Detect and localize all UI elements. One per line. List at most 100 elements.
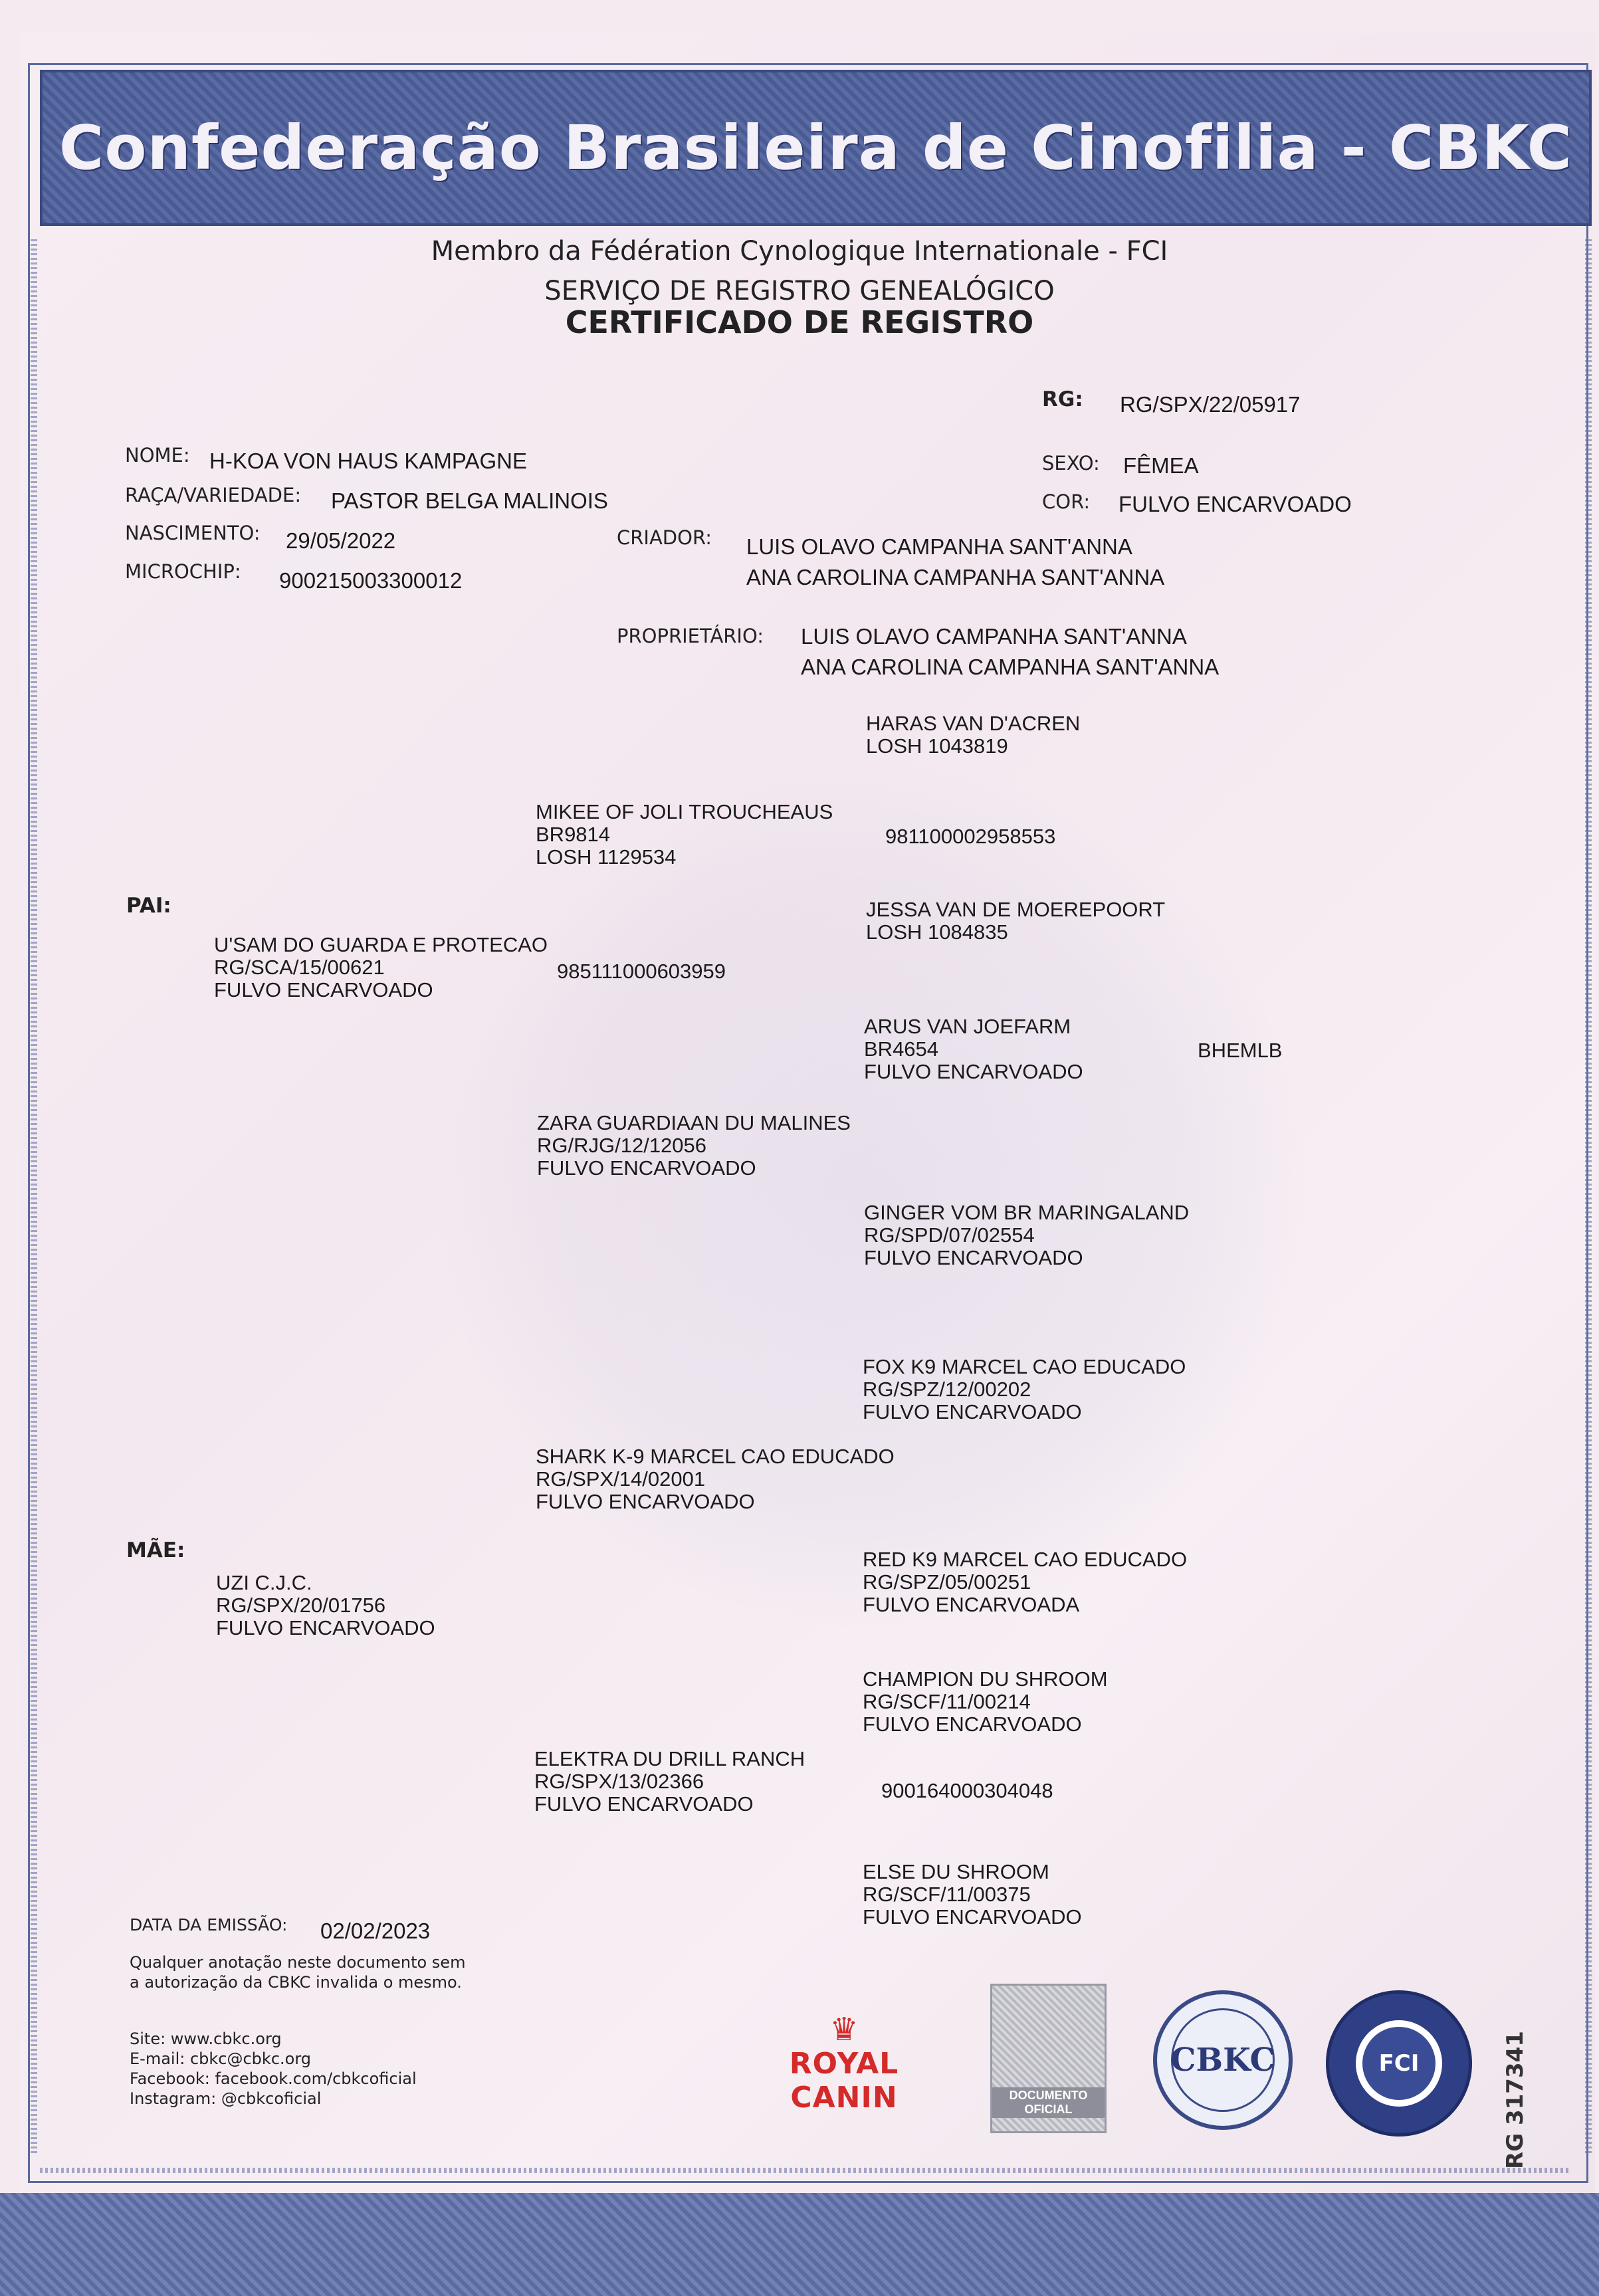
dss-color: FULVO ENCARVOADO [863,1400,1082,1423]
nome-value: H-KOA VON HAUS KAMPAGNE [209,449,527,473]
notice-line-2: a autorização da CBKC invalida o mesmo. [130,1973,462,1992]
rg-label: RG: [1042,387,1083,411]
emissao-value: 02/02/2023 [320,1919,431,1943]
microchip-value: 900215003300012 [279,568,463,593]
ssd-reg: LOSH 1084835 [866,920,1008,944]
dam-dam-chip: 900164000304048 [881,1779,1053,1802]
sire-chip: 985111000603959 [557,960,726,983]
dam-color: FULVO ENCARVOADO [216,1616,435,1639]
sdd-name: GINGER VOM BR MARINGALAND [864,1201,1190,1224]
email-link[interactable]: E-mail: cbkc@cbkc.org [130,2049,311,2068]
sexo-value: FÊMEA [1123,453,1199,478]
watermark-rosette [425,764,1323,1628]
certificate-paper [20,33,1595,2246]
pedigree-dam-sire: SHARK K-9 MARCEL CAO EDUCADO RG/SPX/14/0… [536,1445,895,1513]
sexo-label: SEXO: [1042,452,1100,474]
pedigree-sire-sire: MIKEE OF JOLI TROUCHEAUS BR9814 LOSH 112… [536,801,833,869]
fci-seal: FCI [1326,1990,1472,2137]
dsd-color: FULVO ENCARVOADA [863,1593,1080,1616]
instagram-link[interactable]: Instagram: @cbkcoficial [130,2089,322,2108]
doc-seal-label: DOCUMENTO OFICIAL [992,2087,1105,2118]
dss-reg: RG/SPZ/12/00202 [863,1378,1031,1401]
dam-sire-color: FULVO ENCARVOADO [536,1490,755,1513]
sds-color: FULVO ENCARVOADO [864,1060,1083,1083]
dam-reg: RG/SPX/20/01756 [216,1594,386,1617]
pedigree-sire-sire-sire: HARAS VAN D'ACREN LOSH 1043819 [866,712,1080,758]
pai-label: PAI: [126,894,171,918]
rg-value: RG/SPX/22/05917 [1120,392,1301,417]
dsd-reg: RG/SPZ/05/00251 [863,1570,1031,1594]
raca-value: PASTOR BELGA MALINOIS [331,488,608,513]
pedigree-dam-sire-sire: FOX K9 MARCEL CAO EDUCADO RG/SPZ/12/0020… [863,1356,1186,1423]
pedigree-dam-dam: ELEKTRA DU DRILL RANCH RG/SPX/13/02366 F… [534,1748,805,1816]
pedigree-dam-sire-dam: RED K9 MARCEL CAO EDUCADO RG/SPZ/05/0025… [863,1548,1187,1616]
pedigree-sire-dam-sire: ARUS VAN JOEFARM BR4654 FULVO ENCARVOADO [864,1015,1083,1083]
sire-color: FULVO ENCARVOADO [214,978,433,1001]
dss-name: FOX K9 MARCEL CAO EDUCADO [863,1355,1186,1378]
nascimento-value: 29/05/2022 [286,528,396,553]
pedigree-dam-dam-dam: ELSE DU SHROOM RG/SCF/11/00375 FULVO ENC… [863,1861,1082,1929]
criador-line-2: ANA CAROLINA CAMPANHA SANT'ANNA [746,565,1165,589]
nascimento-label: NASCIMENTO: [125,522,261,544]
crown-icon: ♛ [829,2012,859,2047]
documento-oficial-seal: DOCUMENTO OFICIAL [990,1984,1107,2133]
mae-label: MÃE: [126,1538,185,1562]
sdd-reg: RG/SPD/07/02554 [864,1223,1035,1247]
sds-reg: BR4654 [864,1037,939,1061]
dam-sire-name: SHARK K-9 MARCEL CAO EDUCADO [536,1445,895,1468]
fci-seal-inner: FCI [1356,2020,1442,2107]
site-link[interactable]: Site: www.cbkc.org [130,2030,282,2048]
sdd-color: FULVO ENCARVOADO [864,1246,1083,1269]
royal-canin-name: ROYAL CANIN [789,2047,899,2115]
globe-icon: FCI [1362,2027,1436,2100]
criador-label: CRIADOR: [617,526,712,549]
sire-sire-reg: BR9814 [536,823,611,846]
notice-line-1: Qualquer anotação neste documento sem [130,1953,466,1972]
ddd-color: FULVO ENCARVOADO [863,1905,1082,1929]
sire-sire-name: MIKEE OF JOLI TROUCHEAUS [536,800,833,823]
header-title: Confederação Brasileira de Cinofilia - C… [58,112,1573,183]
criador-line-1: LUIS OLAVO CAMPANHA SANT'ANNA [746,534,1132,559]
criador-value: LUIS OLAVO CAMPANHA SANT'ANNA ANA CAROLI… [746,532,1164,593]
ssd-name: JESSA VAN DE MOEREPOORT [866,898,1166,921]
pedigree-sire-dam-dam: GINGER VOM BR MARINGALAND RG/SPD/07/0255… [864,1201,1189,1269]
microprint-bottom [40,2168,1568,2173]
sds-note: BHEMLB [1198,1039,1283,1062]
service-line: SERVIÇO DE REGISTRO GENEALÓGICO [544,276,1055,306]
proprietario-value: LUIS OLAVO CAMPANHA SANT'ANNA ANA CAROLI… [801,621,1219,682]
header-band: Confederação Brasileira de Cinofilia - C… [40,70,1592,226]
sds-name: ARUS VAN JOEFARM [864,1015,1071,1038]
facebook-link[interactable]: Facebook: facebook.com/cbkcoficial [130,2069,417,2088]
certificate-title: CERTIFICADO DE REGISTRO [565,304,1034,340]
microchip-label: MICROCHIP: [125,560,241,583]
dds-name: CHAMPION DU SHROOM [863,1667,1108,1691]
sire-sire-reg2: LOSH 1129534 [536,845,677,869]
pedigree-sire-dam: ZARA GUARDIAAN DU MALINES RG/RJG/12/1205… [537,1112,851,1180]
nome-label: NOME: [125,444,190,467]
ddd-reg: RG/SCF/11/00375 [863,1883,1031,1906]
sire-reg: RG/SCA/15/00621 [214,956,385,979]
pedigree-dam: UZI C.J.C. RG/SPX/20/01756 FULVO ENCARVO… [216,1572,435,1639]
sire-sire-chip: 981100002958553 [885,825,1056,848]
sss-reg: LOSH 1043819 [866,734,1008,758]
dds-reg: RG/SCF/11/00214 [863,1690,1031,1713]
dsd-name: RED K9 MARCEL CAO EDUCADO [863,1548,1188,1571]
contact-info: Site: www.cbkc.org E-mail: cbkc@cbkc.org… [130,2029,417,2109]
emissao-label: DATA DA EMISSÃO: [130,1915,288,1934]
cbkc-seal-center: CBKC [1170,2008,1275,2112]
raca-label: RAÇA/VARIEDADE: [125,484,302,506]
proprietario-line-2: ANA CAROLINA CAMPANHA SANT'ANNA [801,655,1220,679]
dam-dam-name: ELEKTRA DU DRILL RANCH [534,1747,805,1770]
dam-name: UZI C.J.C. [216,1571,312,1594]
microprint-right [1585,239,1592,2153]
notice: Qualquer anotação neste documento sem a … [130,1952,465,1992]
royal-canin-logo: ♛ ROYAL CANIN [734,2012,954,2115]
sire-dam-name: ZARA GUARDIAAN DU MALINES [537,1111,851,1134]
fci-membership-line: Membro da Fédération Cynologique Interna… [431,236,1168,266]
sire-name: U'SAM DO GUARDA E PROTECAO [214,933,548,956]
pedigree-sire-sire-dam: JESSA VAN DE MOEREPOORT LOSH 1084835 [866,898,1165,944]
cor-value: FULVO ENCARVOADO [1119,492,1352,516]
bottom-guilloche-band [0,2193,1599,2296]
dam-dam-reg: RG/SPX/13/02366 [534,1770,704,1793]
pedigree-dam-dam-sire: CHAMPION DU SHROOM RG/SCF/11/00214 FULVO… [863,1668,1108,1736]
